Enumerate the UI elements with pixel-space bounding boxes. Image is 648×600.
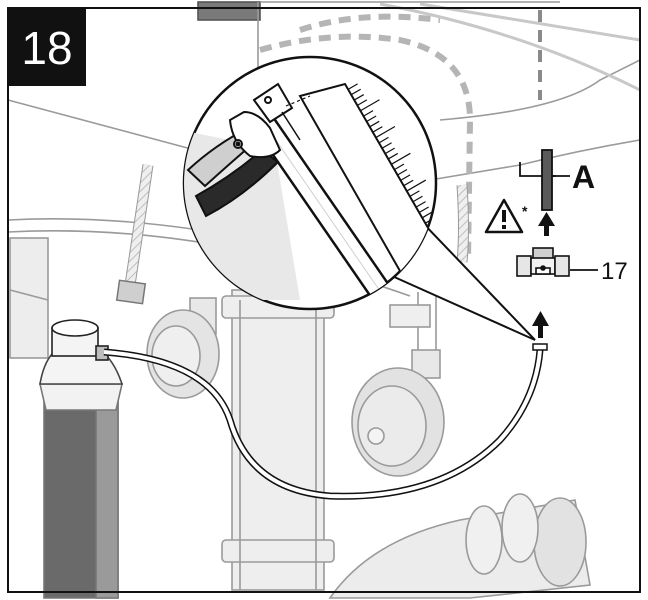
step-number: 18: [21, 22, 72, 74]
ghost-light-lines: [379, 2, 641, 92]
frame-border: [7, 7, 641, 593]
braided-hose-right: [456, 184, 469, 263]
step-badge: 18: [8, 8, 86, 86]
ruler-tick: [381, 142, 392, 149]
ruler-tick: [421, 206, 436, 219]
ruler-tick: [400, 174, 411, 181]
ruler-tick: [378, 136, 389, 144]
warning-asterisk: *: [522, 203, 528, 219]
ruler-icon: [298, 82, 436, 280]
part-number-17: 17: [601, 258, 628, 285]
ruler-tick: [415, 201, 426, 208]
ruler-tick: [350, 88, 362, 96]
ruler-tick: [375, 126, 396, 139]
ruler-tick: [353, 94, 365, 101]
label-a: A: [572, 159, 595, 195]
ruler-tick: [412, 195, 423, 203]
cutter-tool-icon: [186, 82, 311, 218]
tube-end: [532, 343, 548, 351]
ruler-tick: [363, 110, 374, 117]
warning-triangle-icon: [484, 198, 524, 234]
ruler-tick: [347, 83, 358, 90]
braided-hose-left: [115, 164, 154, 305]
magnifier-callout: [182, 55, 536, 341]
ruler-tick: [403, 179, 414, 187]
ruler-tick: [372, 126, 383, 133]
ghost-dashed-hoses: [259, 10, 542, 261]
ruler-tick: [409, 190, 420, 197]
ruler-tick: [397, 168, 408, 176]
shutoff-valve-right: [351, 292, 445, 477]
ruler-tick: [391, 152, 411, 165]
ruler-tick: [369, 120, 380, 128]
bracket-a: [519, 149, 570, 211]
ruler-tick: [384, 147, 395, 155]
arrow-up-icon: [532, 311, 549, 338]
ruler-tick: [366, 115, 377, 122]
ruler-tick: [418, 206, 429, 213]
connector-17: [516, 247, 570, 277]
water-tube: [103, 348, 544, 500]
tube-under-cut: [252, 113, 410, 309]
ruler-tick: [406, 179, 427, 192]
ruler-tick: [357, 99, 368, 106]
shutoff-valve-left: [146, 297, 220, 399]
drain-pipe: [221, 289, 335, 591]
ruler-tick: [394, 163, 405, 171]
ruler-tick: [387, 152, 399, 160]
ruler-tick: [360, 99, 380, 112]
filter-canister: [38, 319, 124, 599]
p-trap: [328, 493, 591, 599]
arrow-up-icon: [538, 212, 555, 236]
